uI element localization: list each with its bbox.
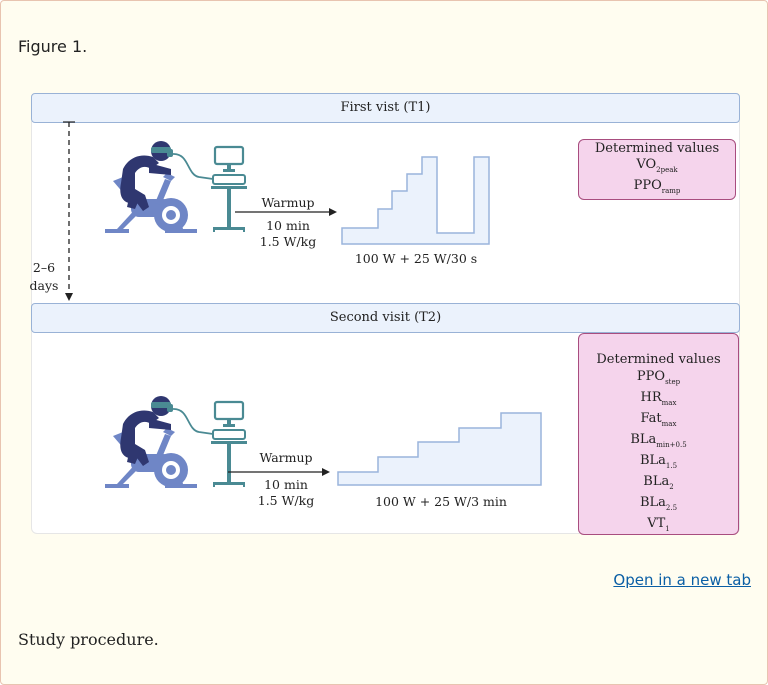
warmup-intensity-t2: 1.5 W/kg	[257, 493, 315, 508]
figure-caption: Study procedure.	[18, 630, 159, 649]
protocol-label-t1: 100 W + 25 W/30 s	[354, 251, 478, 266]
warmup-label-t2: Warmup	[259, 450, 313, 465]
open-in-new-tab-link[interactable]: Open in a new tab	[613, 571, 751, 589]
values-title: Determined values	[596, 352, 721, 367]
value-item: PPOramp	[633, 178, 681, 195]
value-item: BLa2.5	[639, 495, 678, 512]
visit-header-t1: First vist (T1)	[31, 93, 740, 123]
value-item: Fatmax	[640, 411, 677, 428]
value-item: VO2peak	[636, 157, 678, 174]
value-item: VT1	[647, 516, 670, 533]
metabolic-cart-icon	[172, 400, 247, 487]
value-item: HRmax	[640, 390, 677, 407]
figure-title: Figure 1.	[18, 37, 88, 56]
interval-arrow-icon	[63, 121, 75, 301]
determined-values-t1: Determined values VO2peak PPOramp	[578, 139, 736, 200]
visit-header-t2: Second visit (T2)	[31, 303, 740, 333]
value-item: PPOstep	[636, 369, 681, 386]
warmup-duration-t1: 10 min	[266, 218, 310, 233]
figure-graphics	[63, 121, 542, 488]
ramp-protocol-chart	[341, 156, 490, 245]
interval-label: 2–6 days	[29, 260, 59, 293]
protocol-label-t2: 100 W + 25 W/3 min	[375, 494, 507, 509]
cyclist-icon	[105, 141, 197, 233]
values-title: Determined values	[594, 141, 720, 156]
warmup-intensity-t1: 1.5 W/kg	[259, 234, 317, 249]
warmup-label-t1: Warmup	[261, 195, 315, 210]
value-item: BLamin+0.5	[630, 432, 687, 449]
step-protocol-chart	[337, 412, 542, 486]
cyclist-icon	[105, 396, 197, 488]
metabolic-cart-icon	[172, 145, 247, 232]
value-item: BLa2	[643, 474, 674, 491]
value-item: BLa1.5	[639, 453, 678, 470]
warmup-duration-t2: 10 min	[264, 477, 308, 492]
study-procedure-figure: First vist (T1) Second visit (T2)	[29, 93, 740, 535]
warmup-arrow-icon	[235, 208, 337, 216]
warmup-arrow-icon	[228, 468, 330, 476]
determined-values-t2: Determined values PPOstep HRmax Fatmax B…	[578, 333, 739, 535]
